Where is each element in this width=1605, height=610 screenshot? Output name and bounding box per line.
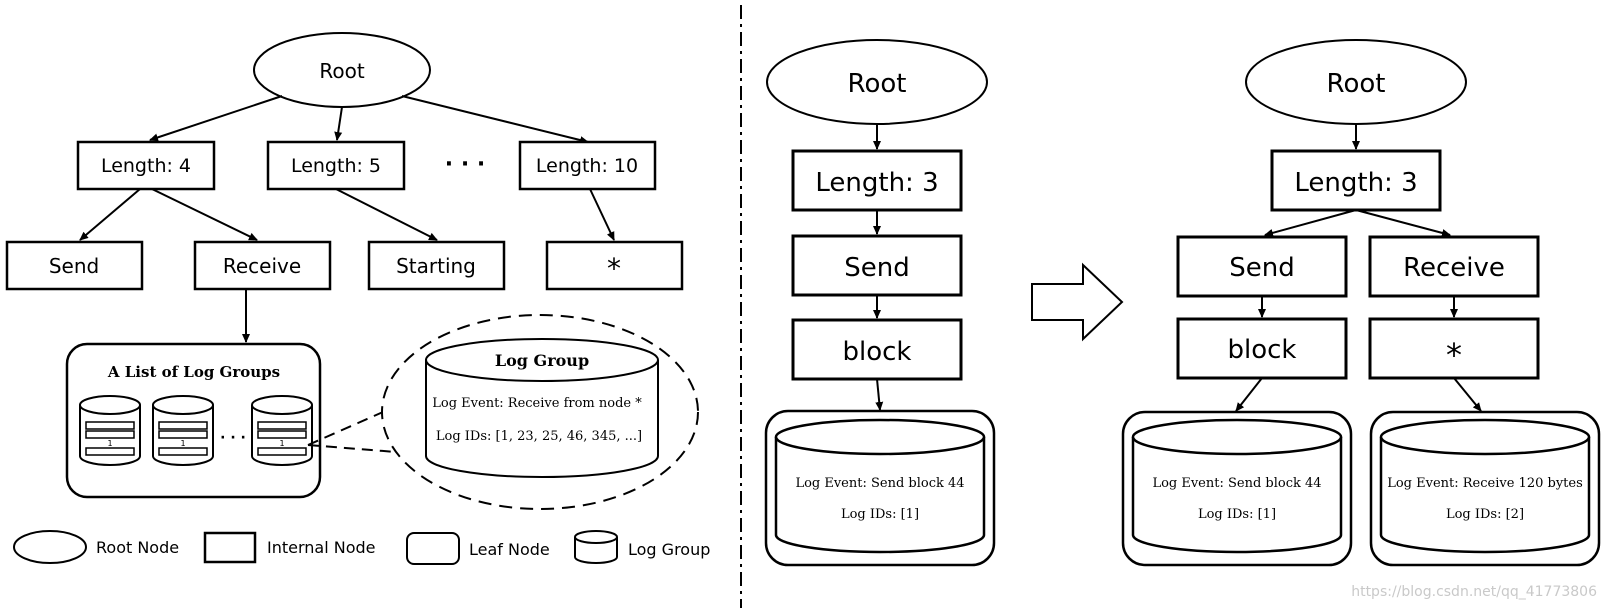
log-group-ids: Log IDs: [1, 23, 25, 46, 345, ...]	[436, 429, 642, 444]
right-parse-tree: Root Length: 3 Send block Log Event: Sen…	[1121, 39, 1601, 567]
token-block-label: block	[843, 337, 912, 367]
length-ellipsis: · · ·	[445, 152, 485, 177]
legend-root-swatch	[13, 530, 87, 564]
edge	[1355, 209, 1451, 237]
length-5-label: Length: 5	[291, 155, 381, 177]
token-send-label: Send	[1229, 253, 1294, 283]
mini-group-marker: 1	[107, 439, 112, 448]
legend-log-group-swatch	[574, 530, 618, 564]
log-group-detail: Log Group Log Event: Receive from node *…	[425, 338, 659, 478]
length-4-label: Length: 4	[101, 155, 191, 177]
edge	[335, 188, 438, 241]
log-group: Log Event: Send block 44 Log IDs: [1]	[774, 418, 986, 554]
root-label: Root	[1327, 69, 1386, 99]
token-node-block	[1176, 317, 1348, 380]
leaf-send	[5, 240, 144, 291]
mini-group-marker: 1	[279, 439, 284, 448]
log-group-ids: Log IDs: [1]	[841, 507, 919, 522]
log-group-title: Log Group	[495, 351, 589, 370]
left-parse-tree: Root Length: 4 Length: 5 · · · Length: 1…	[5, 32, 710, 565]
middle-parse-tree: Root Length: 3 Send block Log Event: Sen…	[764, 39, 996, 567]
legend-leaf-label: Leaf Node	[469, 540, 550, 559]
log-group: Log Event: Send block 44 Log IDs: [1]	[1131, 418, 1343, 554]
log-group-event: Log Event: Send block 44	[795, 476, 964, 491]
log-group-ids: Log IDs: [2]	[1446, 507, 1524, 522]
watermark: https://blog.csdn.net/qq_41773806	[1351, 584, 1597, 600]
token-send-label: Send	[844, 253, 909, 283]
log-group: Log Event: Receive 120 bytes Log IDs: [2…	[1379, 418, 1591, 554]
list-ellipsis: · · ·	[220, 430, 246, 446]
length-node-10	[518, 140, 657, 191]
token-wildcard-label: *	[1446, 336, 1462, 374]
legend: Root Node Internal Node Leaf Node Log Gr…	[13, 530, 710, 565]
leaf-starting	[367, 240, 506, 291]
root-label: Root	[319, 59, 364, 83]
length-node-5	[266, 140, 406, 191]
edge	[79, 188, 141, 241]
transition-arrow-icon	[1031, 262, 1124, 342]
length-node-4	[76, 140, 216, 191]
token-node-wildcard	[1368, 317, 1540, 380]
leaf-send-label: Send	[49, 254, 99, 278]
token-receive-label: Receive	[1403, 253, 1505, 283]
mini-log-group-icon: 1	[79, 395, 141, 466]
length-node-3	[791, 149, 963, 212]
token-block-label: block	[1228, 335, 1297, 365]
mini-group-marker: 1	[180, 439, 185, 448]
mini-log-group-icon: 1	[152, 395, 214, 466]
legend-root-label: Root Node	[96, 538, 179, 557]
edge	[334, 106, 343, 141]
length-3-label: Length: 3	[1294, 168, 1417, 198]
edge	[875, 378, 884, 411]
edge	[1264, 209, 1357, 237]
legend-internal-label: Internal Node	[267, 538, 376, 557]
root-label: Root	[848, 69, 907, 99]
edge	[401, 95, 589, 144]
leaf-receive-label: Receive	[223, 254, 301, 278]
leaf-receive	[193, 240, 332, 291]
edge	[149, 95, 283, 142]
legend-log-group-label: Log Group	[628, 540, 710, 559]
log-group-event: Log Event: Send block 44	[1152, 476, 1321, 491]
edge	[589, 188, 615, 241]
legend-internal-swatch	[203, 531, 257, 564]
edge	[1235, 377, 1263, 412]
length-node-3	[1270, 149, 1442, 212]
leaf-wildcard-label: *	[607, 252, 621, 285]
log-group-list-title: A List of Log Groups	[107, 363, 280, 381]
log-group-event: Log Event: Receive from node *	[432, 396, 642, 411]
token-node-block	[791, 318, 963, 381]
length-10-label: Length: 10	[536, 155, 638, 177]
length-3-label: Length: 3	[815, 168, 938, 198]
zoom-callout-lines	[307, 411, 397, 453]
edge	[1453, 377, 1482, 412]
mini-log-group-icon: 1	[251, 395, 313, 466]
log-group-ids: Log IDs: [1]	[1198, 507, 1276, 522]
edge	[151, 188, 258, 241]
legend-leaf-swatch	[406, 532, 460, 565]
log-group-event: Log Event: Receive 120 bytes	[1387, 476, 1583, 491]
leaf-wildcard	[545, 240, 684, 291]
leaf-starting-label: Starting	[396, 254, 476, 278]
